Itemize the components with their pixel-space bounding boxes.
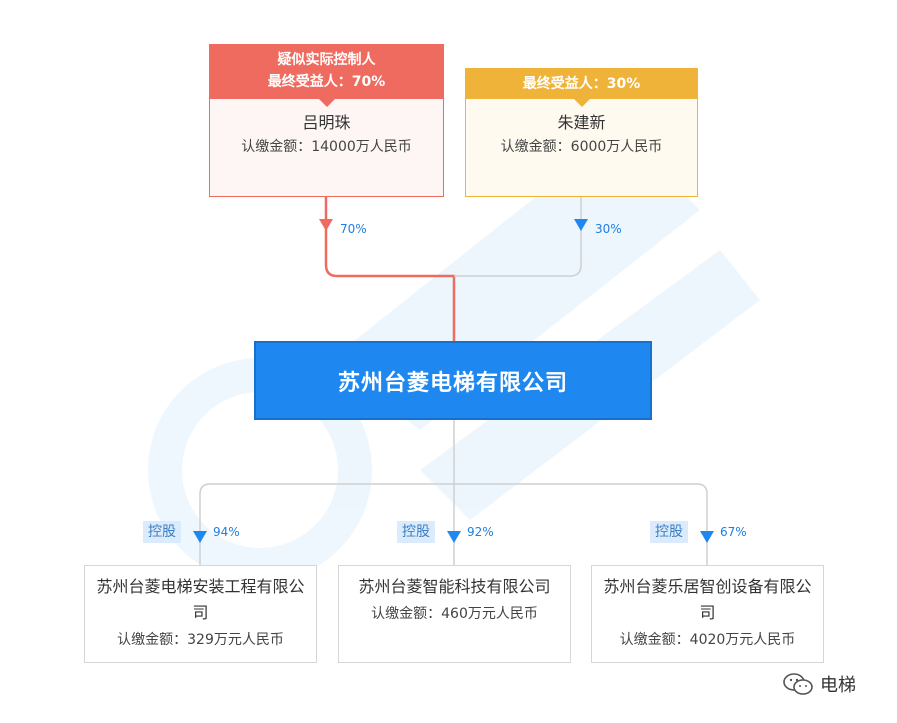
subsidiary-3-pct: 67% <box>720 525 747 539</box>
header-notch <box>573 99 590 107</box>
wechat-icon <box>783 673 813 695</box>
subsidiary-amount: 认缴金额：460万元人民币 <box>371 606 538 622</box>
arrow-down-icon <box>700 531 714 543</box>
shareholder-name[interactable]: 朱建新 <box>557 113 606 132</box>
subsidiary-name[interactable]: 苏州台菱电梯安装工程有限公司 <box>96 577 305 622</box>
shareholder-name[interactable]: 吕明珠 <box>302 113 351 132</box>
beneficiary-label: 最终受益人：30% <box>522 76 641 92</box>
subsidiary-card-1[interactable]: 苏州台菱电梯安装工程有限公司 认缴金额：329万元人民币 <box>84 565 317 663</box>
arrow-down-icon <box>319 219 333 231</box>
line-branch <box>199 483 708 565</box>
controller-tag: 疑似实际控制人 <box>277 52 376 68</box>
subsidiary-card-3[interactable]: 苏州台菱乐居智创设备有限公司 认缴金额：4020万元人民币 <box>591 565 824 663</box>
shareholder-amount: 认缴金额：6000万人民币 <box>500 139 663 155</box>
shareholder-1-pct: 70% <box>340 222 367 236</box>
shareholder-card-1[interactable]: 疑似实际控制人 最终受益人：70% 吕明珠 认缴金额：14000万人民币 <box>209 44 444 197</box>
line-shareholder-2 <box>454 197 582 277</box>
badge-label: 电梯 <box>820 675 856 696</box>
shareholder-card-2[interactable]: 最终受益人：30% 朱建新 认缴金额：6000万人民币 <box>465 68 698 197</box>
arrow-down-icon <box>447 531 461 543</box>
subsidiary-1-pct: 94% <box>213 525 240 539</box>
line-shareholder-1 <box>324 197 456 341</box>
shareholder-2-header: 最终受益人：30% <box>466 69 697 107</box>
shareholder-2-pct: 30% <box>595 222 622 236</box>
subsidiary-card-2[interactable]: 苏州台菱智能科技有限公司 认缴金额：460万元人民币 <box>338 565 571 663</box>
shareholder-1-header: 疑似实际控制人 最终受益人：70% <box>210 45 443 107</box>
subsidiary-name[interactable]: 苏州台菱乐居智创设备有限公司 <box>603 577 812 622</box>
subsidiary-amount: 认缴金额：329万元人民币 <box>117 632 284 648</box>
header-notch <box>318 99 335 107</box>
subsidiary-name[interactable]: 苏州台菱智能科技有限公司 <box>358 577 551 596</box>
subsidiary-amount: 认缴金额：4020万元人民币 <box>619 632 796 648</box>
control-tag-3: 控股 <box>650 521 688 543</box>
subsidiary-2-pct: 92% <box>467 525 494 539</box>
arrow-down-icon <box>193 531 207 543</box>
shareholder-amount: 认缴金额：14000万人民币 <box>241 139 412 155</box>
beneficiary-label: 最终受益人：70% <box>267 74 386 90</box>
main-company-box[interactable]: 苏州台菱电梯有限公司 <box>254 341 652 420</box>
account-badge: 电梯 <box>782 670 856 698</box>
control-tag-2: 控股 <box>397 521 435 543</box>
arrow-down-icon <box>574 219 588 231</box>
control-tag-1: 控股 <box>143 521 181 543</box>
